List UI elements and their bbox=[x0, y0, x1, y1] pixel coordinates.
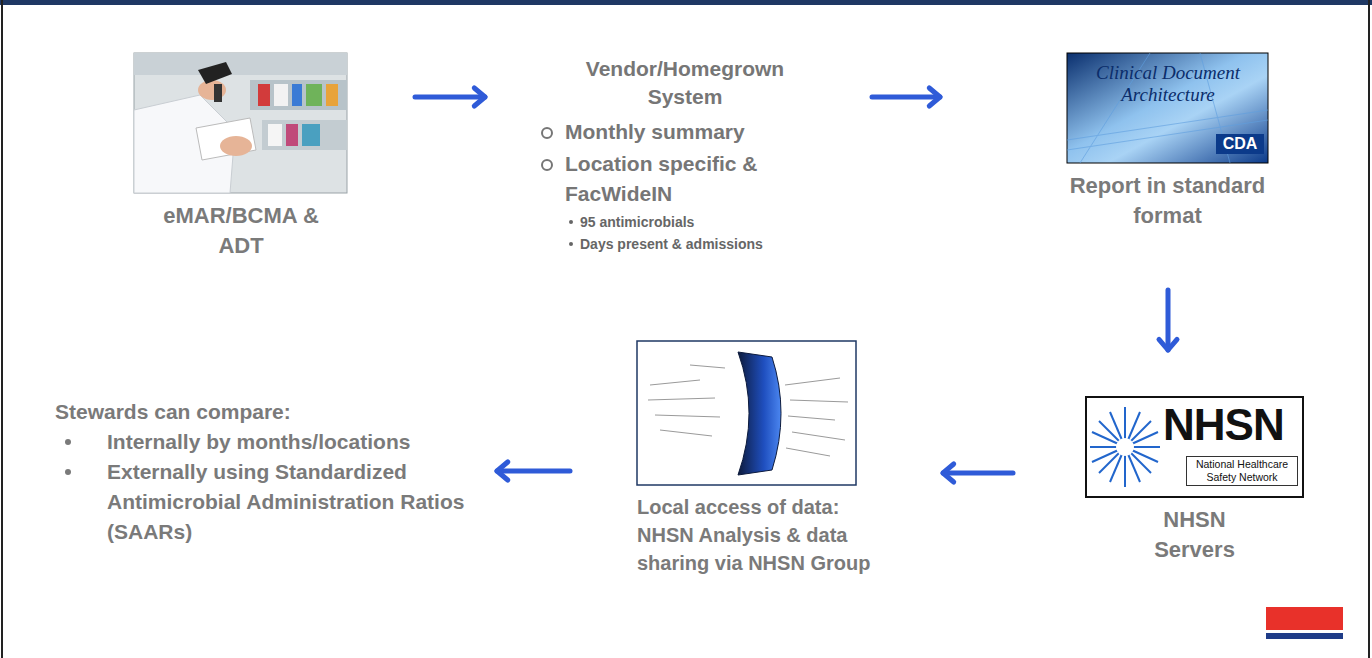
arrow-shaft bbox=[872, 95, 940, 100]
bullet-marker bbox=[65, 469, 71, 475]
flow-arrow bbox=[1159, 290, 1177, 350]
paper bbox=[196, 118, 256, 160]
bullet-marker bbox=[65, 439, 71, 445]
block-heading: Stewards can compare: bbox=[55, 397, 475, 427]
logo-text: NHSN bbox=[1163, 400, 1301, 450]
emar-photo bbox=[134, 53, 347, 193]
bullet-row: Externally using Standardized Antimicrob… bbox=[55, 457, 475, 547]
box bbox=[286, 124, 298, 146]
shelf bbox=[250, 80, 347, 110]
bullet-marker bbox=[569, 242, 573, 246]
local-access-image bbox=[637, 341, 856, 485]
process-block: Vendor/Homegrown SystemMonthly summaryLo… bbox=[535, 55, 835, 253]
bullet-text: Monthly summary bbox=[565, 117, 835, 147]
shelf bbox=[134, 53, 347, 75]
cda-ground bbox=[1067, 53, 1268, 163]
bullet-row: Monthly summary bbox=[535, 117, 835, 147]
bullet-text: 95 antimicrobials bbox=[580, 213, 835, 231]
logo-subtext: National Healthcare Safety Network bbox=[1186, 456, 1298, 486]
bullet-marker bbox=[541, 159, 553, 171]
scanner-grip bbox=[214, 84, 222, 102]
scanner bbox=[198, 62, 232, 84]
bullet-text: Externally using Standardized Antimicrob… bbox=[107, 457, 475, 547]
caption: Local access of data: NHSN Analysis & da… bbox=[637, 493, 897, 577]
caption: NHSN Servers bbox=[1130, 505, 1260, 565]
box bbox=[292, 84, 302, 106]
caption: eMAR/BCMA & ADT bbox=[141, 201, 341, 261]
arrow-shaft bbox=[1166, 290, 1171, 350]
flow-arrow bbox=[415, 88, 485, 106]
starburst-core bbox=[1116, 438, 1134, 456]
box bbox=[274, 84, 288, 106]
cda-image bbox=[1067, 53, 1268, 163]
arrow-shaft bbox=[497, 469, 570, 474]
arrow-head bbox=[1159, 339, 1177, 350]
top-bar bbox=[0, 0, 1372, 5]
image-text: Clinical Document Architecture bbox=[1072, 62, 1264, 106]
arrow-shaft bbox=[943, 471, 1013, 476]
bullet-marker bbox=[569, 220, 573, 224]
bullet-text: Internally by months/locations bbox=[107, 427, 475, 457]
bullet-text: Days present & admissions bbox=[580, 235, 835, 253]
logo-frame bbox=[1086, 397, 1303, 497]
bullet-row: Days present & admissions bbox=[535, 235, 835, 253]
image-frame bbox=[637, 341, 856, 485]
bullet-marker bbox=[541, 127, 553, 139]
bullet-row: Internally by months/locations bbox=[55, 427, 475, 457]
corner-logo-red bbox=[1266, 607, 1343, 630]
bullet-text: Location specific & FacWideIN bbox=[565, 149, 835, 209]
image-text: CDA bbox=[1216, 134, 1264, 154]
starburst bbox=[1090, 407, 1160, 487]
corner-logo-blue bbox=[1266, 633, 1343, 639]
arrow-head bbox=[474, 88, 485, 106]
curved-screen bbox=[738, 352, 781, 475]
box bbox=[258, 84, 270, 106]
arrow-shaft bbox=[415, 95, 485, 100]
tunnel-lines bbox=[1067, 53, 1268, 163]
block-title: Vendor/Homegrown System bbox=[575, 55, 795, 111]
flow-arrow bbox=[497, 462, 570, 480]
bullet-row: Location specific & FacWideIN bbox=[535, 149, 835, 209]
text-block: Stewards can compare:Internally by month… bbox=[55, 397, 475, 547]
box bbox=[306, 84, 322, 106]
box bbox=[302, 124, 320, 146]
arrow-head bbox=[929, 88, 940, 106]
photo-ground bbox=[134, 53, 347, 193]
shelf bbox=[262, 120, 347, 150]
flow-arrow bbox=[872, 88, 940, 106]
caption: Report in standard format bbox=[1053, 171, 1283, 231]
flow-arrow bbox=[943, 464, 1013, 482]
box bbox=[268, 124, 282, 146]
nhsn-logo bbox=[1086, 397, 1303, 497]
arrow-head bbox=[497, 462, 508, 480]
bullet-row: 95 antimicrobials bbox=[535, 213, 835, 231]
image-node: Local access of data: NHSN Analysis & da… bbox=[637, 341, 897, 577]
arrow-head bbox=[943, 464, 954, 482]
box bbox=[326, 84, 338, 106]
hand bbox=[220, 136, 252, 156]
photo-node: eMAR/BCMA & ADT bbox=[133, 53, 349, 261]
frame-left bbox=[1, 0, 3, 658]
frame-right bbox=[1368, 0, 1370, 658]
